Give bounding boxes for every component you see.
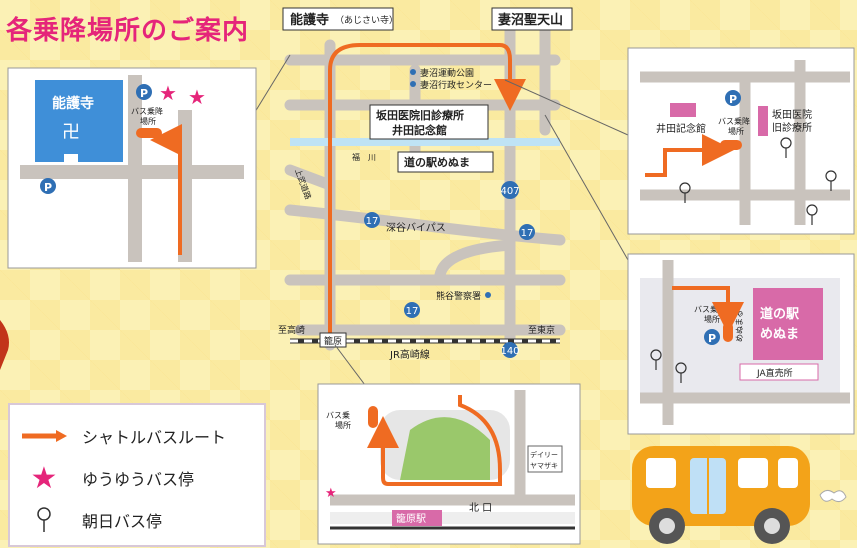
label-sakata-inset-2: 旧診療所 <box>772 121 812 134</box>
label-kagohara: 籠原 <box>324 335 342 347</box>
bus-stop-marker <box>136 128 162 138</box>
shuttle-route-nogoji <box>150 124 182 255</box>
legend-item-asahi: 朝日バス停 <box>20 505 162 535</box>
shuttle-route-michinoeki <box>672 286 744 334</box>
svg-text:P: P <box>44 181 52 194</box>
legend-item-yuyu: ★ ゆうゆうバス停 <box>20 460 195 496</box>
bus-stop-label: 場所 <box>728 126 744 136</box>
svg-text:P: P <box>708 332 716 345</box>
label-sports-park: 妻沼運動公園 <box>420 67 474 79</box>
label-north-exit: 北 口 <box>469 502 492 514</box>
svg-text:17: 17 <box>366 216 379 227</box>
yuyu-bus-stop-star-icon: ★ <box>159 81 177 105</box>
route-shield-407: 407 <box>500 181 520 199</box>
bus-stop-pin-icon <box>37 507 51 532</box>
svg-text:能護寺: 能護寺 <box>290 12 329 28</box>
bus-stop-marker <box>720 140 742 150</box>
parking-icon: P <box>725 90 741 106</box>
label-ja: JA直売所 <box>756 367 793 379</box>
bus-stop-label: 場所 <box>140 116 156 126</box>
label-sakata: 坂田医院旧診療所 井田記念館 <box>369 104 489 140</box>
svg-text:坂田医院旧診療所: 坂田医院旧診療所 <box>376 108 464 122</box>
asahi-bus-stop-icon <box>679 137 837 225</box>
inset-nogoji: 能護寺 卍 P P ★ ★ バス乗降 場所 <box>7 67 257 269</box>
svg-text:407: 407 <box>500 186 519 197</box>
route-arrow-icon <box>22 430 67 442</box>
svg-text:井田記念館: 井田記念館 <box>392 123 447 137</box>
svg-text:P: P <box>140 87 148 100</box>
svg-text:17: 17 <box>521 228 534 239</box>
bus-stop-label: バス乗 <box>326 410 350 420</box>
temple-mark-icon: 卍 <box>62 122 80 143</box>
route-shield-140: 140 <box>500 342 520 358</box>
svg-text:P: P <box>729 93 737 106</box>
label-admin-center: 妻沼行政センター <box>420 79 492 91</box>
bus-stop-label: 場所 <box>335 420 351 430</box>
station-rotary-green <box>400 417 490 480</box>
label-ida: 井田記念館 <box>656 122 706 135</box>
ida-building <box>670 103 696 117</box>
yuyu-bus-stop-star-icon: ★ <box>188 85 206 109</box>
label-river: 福 川 <box>352 153 376 162</box>
river <box>290 138 560 146</box>
route-shield-17-a: 17 <box>364 212 380 228</box>
svg-text:妻沼聖天山: 妻沼聖天山 <box>498 12 563 28</box>
label-michinoeki-main: 道の駅めぬま <box>397 151 494 173</box>
sakata-building <box>758 106 768 136</box>
inset-sakata: 井田記念館 P バス乗降 場所 坂田医院 旧診療所 <box>627 47 855 235</box>
label-michinoeki-inset: 道の駅 <box>760 306 800 322</box>
label-bypass: 深谷バイパス <box>386 222 446 234</box>
decorative-flower <box>0 320 9 370</box>
temple-building <box>35 80 123 162</box>
label-police: 熊谷警察署 <box>436 290 481 302</box>
shuttle-route-kagohara <box>367 395 502 486</box>
label-shodenzan: 妻沼聖天山 <box>491 7 573 31</box>
bus-stop-label: 場所 <box>704 314 720 324</box>
michinoeki-building <box>753 288 823 360</box>
star-icon: ★ <box>30 460 58 496</box>
bus-illustration <box>632 446 847 544</box>
legend: シャトルバスルート ★ ゆうゆうバス停 朝日バス停 <box>8 403 266 547</box>
shuttle-route-main <box>328 43 526 335</box>
svg-text:140: 140 <box>500 346 519 357</box>
legend-label-yuyu: ゆうゆうバス停 <box>82 470 195 489</box>
label-kagohara-station: 籠原駅 <box>396 512 426 525</box>
label-sakata-inset: 坂田医院 <box>772 108 812 121</box>
bus-stop-marker <box>368 406 378 428</box>
route-shield-17-c: 17 <box>404 302 420 318</box>
label-daily-yamazaki: デイリー <box>530 450 558 459</box>
exhaust-cloud-icon <box>819 489 847 503</box>
parking-icon: P <box>40 178 56 194</box>
inset-kagohara: 籠原駅 北 口 バス乗 場所 デイリー ヤマザキ ★ <box>317 383 581 545</box>
legend-label-shuttle: シャトルバスルート <box>82 428 227 447</box>
label-daily-yamazaki-2: ヤマザキ <box>530 462 558 470</box>
legend-item-shuttle: シャトルバスルート <box>20 421 226 451</box>
bus-stop-label: バス乗降 <box>131 106 163 116</box>
temple-label: 能護寺 <box>52 95 94 112</box>
shuttle-route-sakata <box>645 134 734 177</box>
label-jr-line: JR高崎線 <box>389 348 430 361</box>
inset-michinoeki: 道の駅 めぬま JA直売所 バス乗降 場所 めぬまる P <box>627 253 855 435</box>
parking-icon: P <box>704 329 720 345</box>
route-shield-17-b: 17 <box>519 224 535 240</box>
parking-icon: P <box>136 84 152 100</box>
page-title: 各乗降場所のご案内 <box>6 16 250 46</box>
legend-label-asahi: 朝日バス停 <box>82 512 163 531</box>
svg-text:17: 17 <box>406 306 419 317</box>
label-nogoji: 能護寺 （あじさい寺） <box>282 7 398 31</box>
bus-stop-label: バス乗降 <box>718 116 750 126</box>
asahi-bus-stop-icon <box>650 349 687 383</box>
label-menumaru: めぬまる <box>735 310 744 342</box>
svg-text:道の駅めぬま: 道の駅めぬま <box>404 155 470 169</box>
label-michinoeki-inset-2: めぬま <box>760 327 799 342</box>
svg-text:（あじさい寺）: （あじさい寺） <box>335 15 398 26</box>
label-to-tokyo: 至東京 <box>528 324 555 336</box>
label-to-takasaki: 至高崎 <box>278 324 305 336</box>
bus-stop-marker <box>723 322 733 342</box>
yuyu-bus-stop-star-icon: ★ <box>325 486 337 501</box>
bus-stop-label: バス乗降 <box>694 304 726 314</box>
main-map: 407 17 17 17 140 能護寺 （あじさい寺） 妻沼聖天山 <box>254 7 629 386</box>
kagohara-station-box <box>392 510 442 526</box>
